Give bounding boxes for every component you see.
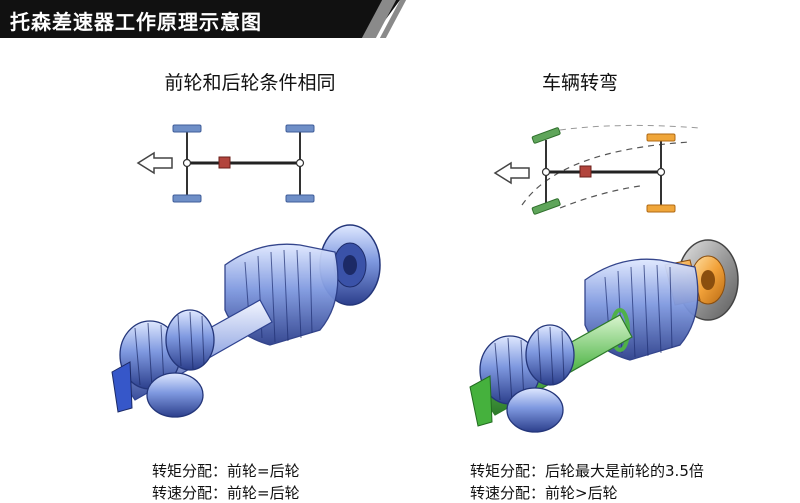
left-speed-caption: 转速分配：前轮=后轮 (152, 484, 300, 502)
center-differential (579, 165, 592, 178)
page-title: 托森差速器工作原理示意图 (10, 10, 262, 34)
rear-right-wheel (646, 204, 676, 213)
rear-right-wheel (285, 194, 315, 203)
header: 托森差速器工作原理示意图 (0, 0, 800, 38)
right-axle-diagram (493, 124, 701, 215)
right-speed-caption: 转速分配：前轮>后轮 (470, 484, 618, 502)
center-differential (218, 156, 231, 169)
title-bar (0, 0, 400, 38)
left-differential-illustration (111, 224, 381, 418)
front-left-wheel (531, 127, 561, 144)
left-arrow-icon (493, 161, 530, 185)
rear-left-wheel (285, 124, 315, 133)
rear-left-wheel (646, 133, 676, 142)
left-axle-diagram (136, 124, 315, 203)
right-torque-caption: 转矩分配：后轮最大是前轮的3.5倍 (470, 462, 704, 480)
left-torque-caption: 转矩分配：前轮=后轮 (152, 462, 300, 480)
left-arrow-icon (136, 151, 173, 175)
right-differential-illustration (469, 239, 739, 433)
right-panel-title: 车辆转弯 (541, 72, 618, 94)
front-left-wheel (172, 124, 202, 133)
front-right-wheel (531, 198, 561, 215)
front-right-wheel (172, 194, 202, 203)
left-panel-title: 前轮和后轮条件相同 (164, 72, 336, 94)
